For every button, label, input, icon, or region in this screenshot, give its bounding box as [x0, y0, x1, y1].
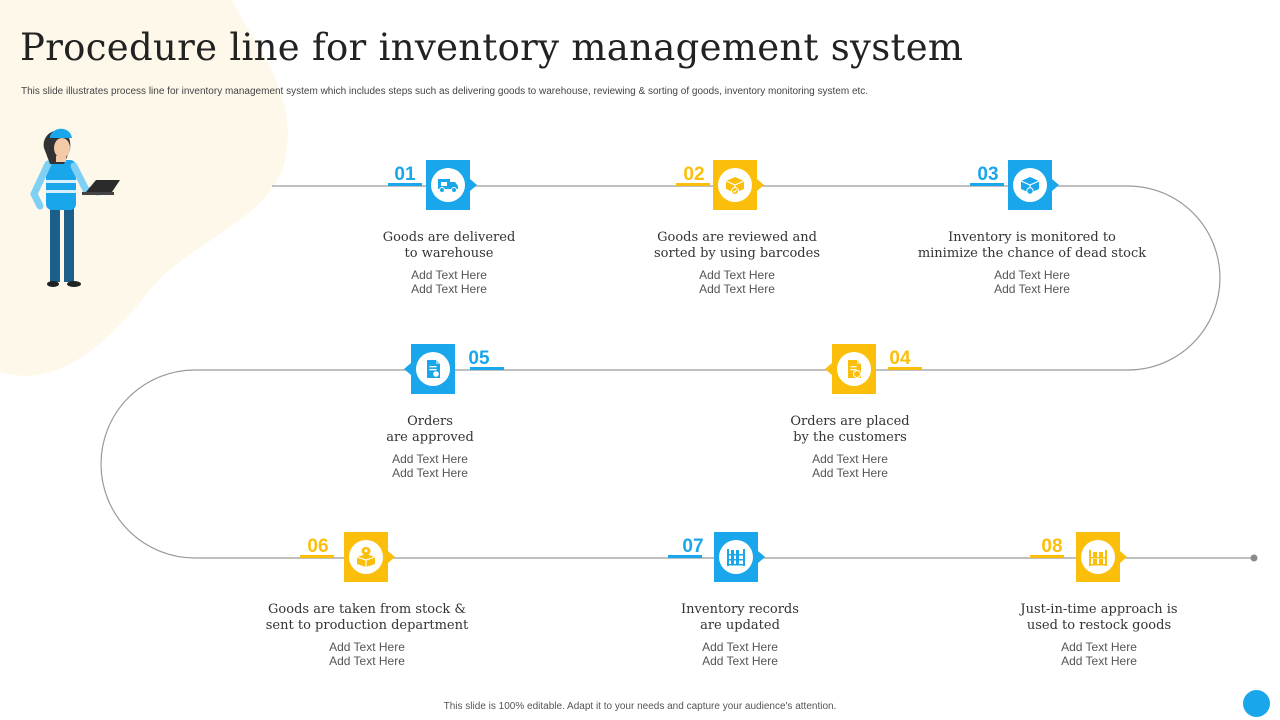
- step-icon-box: [344, 532, 395, 582]
- step-icon-box: [426, 160, 477, 210]
- step-title: Goods are delivered to warehouse: [382, 230, 516, 261]
- step-number-underline: [388, 183, 422, 186]
- step-description: Add Text Here Add Text Here: [812, 452, 888, 480]
- step-number-underline: [1030, 555, 1064, 558]
- step-title: Orders are approved: [386, 414, 474, 445]
- step-description: Add Text Here Add Text Here: [702, 640, 778, 668]
- step-number: 05: [468, 348, 490, 369]
- worker-with-laptop-illustration: [30, 128, 120, 287]
- step-icon-box: [1076, 532, 1127, 582]
- step-icon-box: [825, 344, 876, 394]
- step-description: Add Text Here Add Text Here: [1061, 640, 1137, 668]
- box-location-icon: [356, 547, 376, 567]
- page-subtitle: This slide illustrates process line for …: [21, 86, 869, 97]
- footer-note: This slide is 100% editable. Adapt it to…: [443, 701, 837, 712]
- step-number: 08: [1041, 536, 1063, 557]
- step-number-underline: [970, 183, 1004, 186]
- step-number-underline: [470, 367, 504, 370]
- step-title: Orders are placed by the customers: [790, 414, 910, 445]
- step-description: Add Text Here Add Text Here: [994, 268, 1070, 296]
- step-number: 06: [307, 536, 329, 557]
- decorative-corner-dot: [1243, 690, 1270, 717]
- box-check-icon: [725, 177, 745, 195]
- step-number: 02: [683, 164, 705, 185]
- step-number-underline: [300, 555, 334, 558]
- step-title: Inventory is monitored to minimize the c…: [917, 230, 1147, 261]
- step-number: 03: [977, 164, 999, 185]
- step-description: Add Text Here Add Text Here: [699, 268, 775, 296]
- warehouse-shelves-icon: [727, 549, 745, 566]
- step-icon-box: [714, 532, 765, 582]
- step-number: 04: [889, 348, 911, 369]
- step-title: Goods are reviewed and sorted by using b…: [654, 230, 820, 261]
- step-number-underline: [888, 367, 922, 370]
- step-description: Add Text Here Add Text Here: [392, 452, 468, 480]
- delivery-truck-icon: [438, 179, 458, 193]
- step-description: Add Text Here Add Text Here: [329, 640, 405, 668]
- step-icon-box: [1008, 160, 1059, 210]
- step-icon-box: [404, 344, 455, 394]
- approved-document-icon: [427, 360, 440, 378]
- box-search-icon: [1020, 177, 1040, 195]
- page-title: Procedure line for inventory management …: [20, 26, 964, 69]
- step-title: Goods are taken from stock & sent to pro…: [265, 602, 469, 633]
- step-number-underline: [676, 183, 710, 186]
- step-number-underline: [668, 555, 702, 558]
- step-title: Just-in-time approach is used to restock…: [1020, 602, 1178, 633]
- track-end-dot: [1250, 554, 1258, 562]
- stock-rack-icon: [1089, 550, 1107, 566]
- step-number: 01: [394, 164, 416, 185]
- step-number: 07: [682, 536, 704, 557]
- step-description: Add Text Here Add Text Here: [411, 268, 487, 296]
- step-icon-box: [713, 160, 764, 210]
- order-document-icon: [848, 360, 861, 378]
- step-title: Inventory records are updated: [681, 602, 799, 633]
